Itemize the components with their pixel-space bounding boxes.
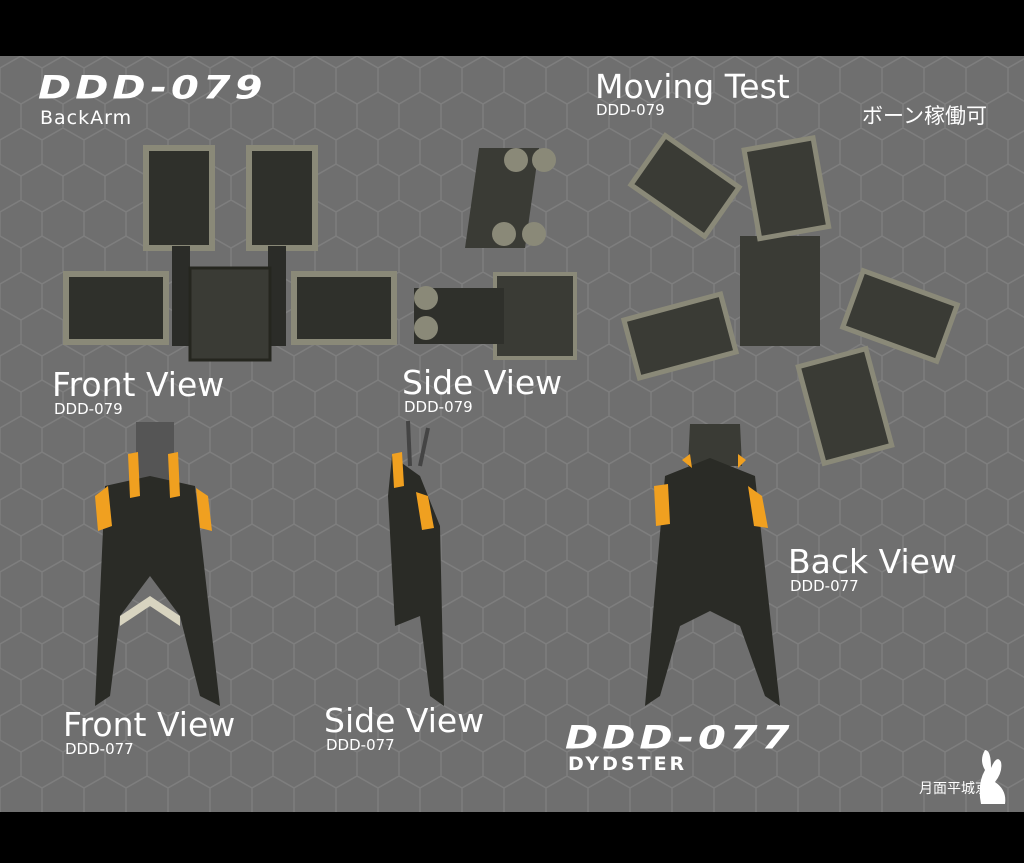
view-label: Side View [402,363,563,402]
backarm-front-view-drawing [63,145,397,362]
view-label: Back View [788,542,957,581]
dydster-front-view-drawing [95,422,220,706]
view-code: DDD-077 [326,736,395,754]
bottom-model-title: DDD-077 [565,719,794,757]
moving-test-code: DDD-079 [596,101,665,119]
view-code: DDD-079 [404,398,473,416]
top-model-name: BackArm [40,107,133,129]
view-label: Front View [63,705,236,744]
view-code: DDD-077 [790,577,859,595]
dydster-side-view-drawing [388,420,444,706]
logo-text: 月面平城京 [919,781,989,797]
mecha-illustrations [63,132,961,706]
moving-test-note: ボーン稼働可 [862,104,987,128]
view-code: DDD-079 [54,400,123,418]
backarm-side-view-drawing [414,148,577,360]
rabbit-icon [979,750,1006,804]
studio-logo: 月面平城京 [905,746,1015,806]
artwork-canvas: DDD-079 BackArm Moving Test DDD-079 ボーン稼… [0,56,1024,812]
moving-test-drawing [620,132,961,467]
dydster-back-view-drawing [645,424,780,706]
view-label: Side View [324,701,485,740]
view-label: Front View [52,365,225,404]
top-model-title: DDD-079 [38,69,267,107]
view-code: DDD-077 [65,740,134,758]
bottom-model-name: DYDSTER [568,753,688,775]
moving-test-label: Moving Test [595,67,790,106]
